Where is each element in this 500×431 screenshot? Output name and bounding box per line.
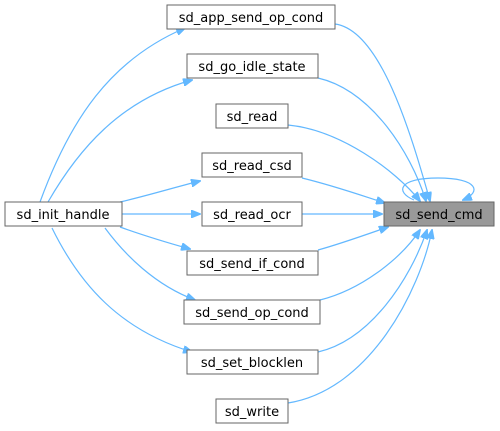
edge-sd_init_handle-to-sd_send_op_cond — [104, 227, 195, 300]
edge-sd_init_handle-to-sd_read_csd — [119, 181, 200, 203]
node-label: sd_read_ocr — [213, 208, 291, 223]
node-sd_send_if_cond[interactable]: sd_send_if_cond — [186, 250, 319, 276]
node-label: sd_app_send_op_cond — [179, 11, 324, 26]
node-label: sd_send_op_cond — [195, 306, 309, 321]
edge-sd_init_handle-to-sd_go_idle_state — [47, 80, 192, 203]
node-label: sd_read_csd — [212, 159, 291, 174]
edge-sd_send_if_cond-to-sd_send_cmd — [317, 227, 388, 251]
node-label: sd_send_cmd — [395, 208, 482, 223]
edge-sd_read-to-sd_send_cmd — [287, 124, 420, 201]
node-label: sd_go_idle_state — [198, 60, 305, 75]
edge-sd_set_blocklen-to-sd_send_cmd — [317, 230, 427, 353]
edge-sd_write-to-sd_send_cmd — [287, 230, 432, 404]
edge-sd_init_handle-to-sd_set_blocklen — [51, 227, 192, 352]
node-sd_write[interactable]: sd_write — [215, 398, 289, 424]
node-sd_init_handle[interactable]: sd_init_handle — [4, 201, 123, 227]
node-label: sd_read — [227, 110, 278, 125]
node-label: sd_send_if_cond — [199, 257, 305, 272]
edge-sd_init_handle-to-sd_app_send_op_cond — [39, 28, 185, 203]
node-sd_read_csd[interactable]: sd_read_csd — [201, 152, 303, 178]
edge-sd_init_handle-to-sd_send_if_cond — [119, 226, 190, 249]
node-sd_read_ocr[interactable]: sd_read_ocr — [201, 201, 303, 227]
edge-sd_go_idle_state-to-sd_send_cmd — [317, 77, 426, 201]
node-sd_read[interactable]: sd_read — [215, 103, 289, 129]
node-label: sd_write — [225, 405, 279, 420]
node-sd_send_op_cond[interactable]: sd_send_op_cond — [183, 299, 321, 325]
node-sd_app_send_op_cond[interactable]: sd_app_send_op_cond — [166, 4, 336, 30]
node-label: sd_set_blocklen — [201, 356, 303, 371]
edge-sd_send_cmd-self-loop — [402, 177, 475, 200]
edge-sd_app_send_op_cond-to-sd_send_cmd — [334, 23, 430, 201]
edges — [39, 23, 475, 404]
edge-sd_read_csd-to-sd_send_cmd — [301, 177, 385, 203]
node-sd_send_cmd[interactable]: sd_send_cmd — [383, 201, 495, 227]
edge-sd_send_op_cond-to-sd_send_cmd — [319, 230, 420, 301]
node-sd_set_blocklen[interactable]: sd_set_blocklen — [186, 349, 319, 375]
node-sd_go_idle_state[interactable]: sd_go_idle_state — [186, 53, 319, 79]
node-label: sd_init_handle — [17, 208, 110, 223]
